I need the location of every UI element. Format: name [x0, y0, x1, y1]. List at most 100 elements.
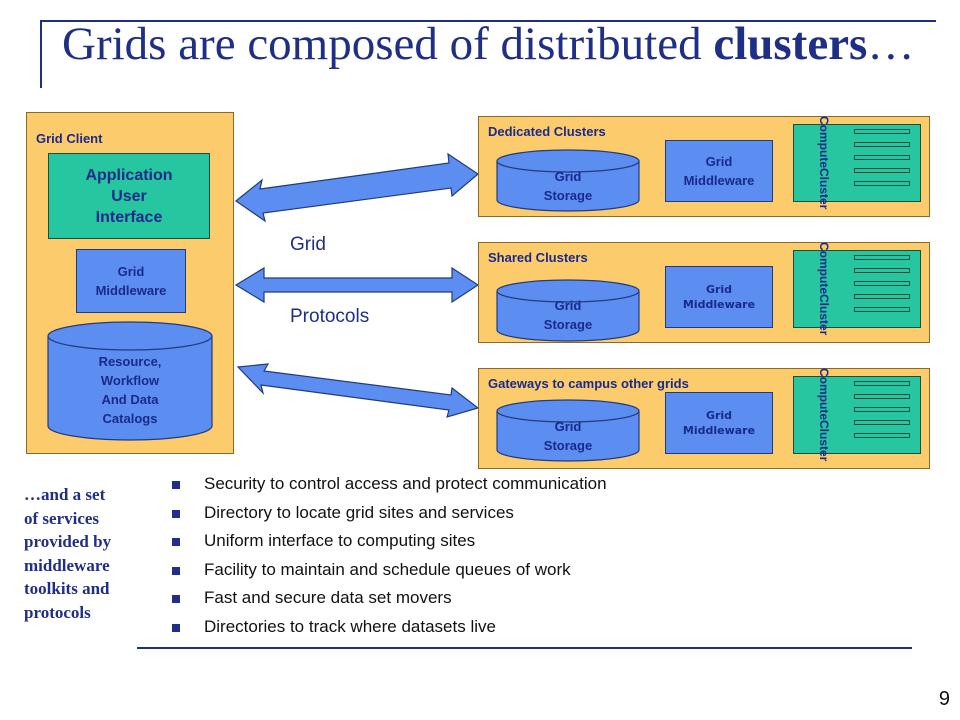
cluster-node — [854, 381, 910, 386]
cluster-node — [854, 433, 910, 438]
list-item-text: Facility to maintain and schedule queues… — [204, 559, 571, 579]
list-item: Facility to maintain and schedule queues… — [172, 558, 607, 587]
arrow-top — [234, 152, 479, 223]
shared-clusters-title: Shared Clusters — [488, 250, 588, 265]
cluster-node — [854, 255, 910, 260]
middleware-box-2: Grid Middleware — [665, 266, 773, 328]
cc-3-line-1: Compute — [817, 368, 831, 421]
storage-2-line-2: Storage — [543, 317, 593, 332]
list-item: Uniform interface to computing sites — [172, 529, 607, 558]
cc-1-line-2: Cluster — [817, 168, 831, 210]
cluster-node — [854, 129, 910, 134]
bullet-square-icon — [172, 595, 180, 604]
cluster-node — [854, 268, 910, 273]
cluster-node — [854, 142, 910, 147]
catalog-line-3: And Data — [101, 392, 159, 407]
storage-cylinder-shape-2 — [496, 279, 640, 342]
note-line-4: middleware — [24, 555, 110, 575]
grid-client-title: Grid Client — [36, 131, 103, 146]
bullet-square-icon — [172, 509, 180, 518]
storage-label-1: Grid Storage — [497, 166, 639, 206]
slide-title: Grids are composed of distributed cluste… — [62, 18, 915, 70]
storage-cylinder-shape-3 — [496, 399, 640, 462]
cluster-node — [854, 407, 910, 412]
storage-2-line-1: Grid — [554, 298, 582, 313]
list-item: Directory to locate grid sites and servi… — [172, 501, 607, 530]
bullet-square-icon — [172, 566, 180, 575]
application-user-interface-box: Application User Interface — [48, 153, 210, 239]
app-line-3: Interface — [95, 208, 163, 226]
bullet-square-icon — [172, 538, 180, 547]
grid-protocol-label-1: Grid — [290, 234, 326, 255]
app-line-1: Application — [85, 166, 173, 184]
app-line-2: User — [111, 187, 147, 205]
list-item-text: Fast and secure data set movers — [204, 588, 452, 608]
storage-cylinder-shape-1 — [496, 149, 640, 212]
cluster-node — [854, 281, 910, 286]
cc-3-line-2: Cluster — [817, 420, 831, 462]
list-item: Directories to track where datasets live — [172, 615, 607, 644]
storage-3-line-2: Storage — [543, 438, 593, 453]
note-line-5: toolkits and — [24, 579, 110, 598]
storage-label-3: Grid Storage — [497, 416, 639, 456]
note-line-2: of services — [24, 508, 100, 528]
page-number: 9 — [938, 688, 950, 710]
middleware-services-note: …and a set of services provided by middl… — [24, 483, 150, 624]
bullet-square-icon — [172, 481, 180, 489]
catalog-line-1: Resource, — [98, 354, 162, 369]
client-mw-line-2: Middleware — [95, 283, 167, 298]
services-list: Security to control access and protect c… — [172, 472, 607, 644]
list-item: Security to control access and protect c… — [172, 472, 607, 501]
list-item-text: Directory to locate grid sites and servi… — [204, 502, 514, 522]
cc-2-line-1: Compute — [817, 242, 831, 295]
cc-2-line-2: Cluster — [817, 294, 831, 336]
arrow-bottom — [236, 363, 480, 418]
note-line-6: protocols — [24, 602, 91, 622]
storage-1-line-1: Grid — [554, 169, 582, 184]
mw-3-line-1: Grid — [705, 409, 733, 422]
mw-1-line-2: Middleware — [683, 173, 755, 188]
list-item: Fast and secure data set movers — [172, 586, 607, 615]
catalog-cylinder-shape — [47, 321, 213, 441]
cluster-node — [854, 307, 910, 312]
storage-3-line-1: Grid — [554, 419, 582, 434]
title-left-rule — [40, 20, 42, 88]
list-item-text: Directories to track where datasets live — [204, 616, 496, 636]
note-line-3: provided by — [24, 532, 112, 551]
cluster-node — [854, 155, 910, 160]
list-item-text: Uniform interface to computing sites — [204, 531, 476, 551]
cluster-node — [854, 420, 910, 425]
cc-1-line-1: Compute — [817, 116, 831, 169]
storage-1-line-2: Storage — [543, 188, 593, 203]
cluster-node — [854, 394, 910, 399]
catalog-line-4: Catalogs — [102, 411, 158, 426]
gateways-title: Gateways to campus other grids — [488, 376, 689, 391]
grid-protocol-label-2: Protocols — [290, 306, 370, 327]
mw-3-line-2: Middleware — [682, 424, 756, 437]
client-mw-line-1: Grid — [117, 264, 145, 279]
mw-2-line-1: Grid — [705, 283, 733, 296]
middleware-box-3: Grid Middleware — [665, 392, 773, 454]
catalog-cylinder-label: Resource, Workflow And Data Catalogs — [48, 350, 212, 430]
dedicated-clusters-title: Dedicated Clusters — [488, 124, 606, 139]
arrow-middle — [234, 266, 480, 304]
storage-label-2: Grid Storage — [497, 295, 639, 335]
client-grid-middleware-box: Grid Middleware — [76, 249, 186, 313]
list-item-text: Security to control access and protect c… — [204, 474, 607, 493]
cluster-node — [854, 294, 910, 299]
cluster-node — [854, 181, 910, 186]
bullet-square-icon — [172, 623, 180, 632]
catalog-line-2: Workflow — [100, 373, 160, 388]
mw-2-line-2: Middleware — [682, 298, 756, 311]
middleware-box-1: Grid Middleware — [665, 140, 773, 202]
mw-1-line-1: Grid — [705, 154, 733, 169]
title-top-rule — [40, 20, 936, 22]
note-line-1: …and a set — [24, 485, 106, 504]
